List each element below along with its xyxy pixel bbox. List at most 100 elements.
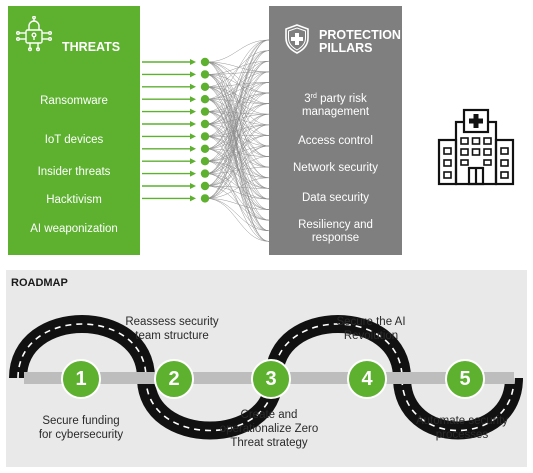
mesh-line [205,145,270,199]
connection-node [200,132,210,141]
threat-item-ai-weaponization: AI weaponization [30,223,118,235]
roadmap-step-1-label: Secure funding for cybersecurity [16,414,146,442]
mesh-line [205,103,270,150]
pillars-title-line1: PROTECTION [319,28,401,42]
shield-plus-icon [285,24,309,54]
mesh-line [205,92,270,150]
threat-arrow-head [190,133,196,140]
mesh-line [205,177,270,199]
mesh-line [205,92,270,112]
mesh-line [205,50,270,199]
connection-node [200,194,210,203]
pillar-item-third-party-number: 3 [304,93,311,105]
mesh-line [205,136,270,179]
mesh-line [205,185,270,221]
threat-arrow-head [190,145,196,152]
mesh-line [205,136,270,200]
threat-arrow-head [190,108,196,115]
pillar-item-third-party-risk: 3rd party risk management [269,93,402,119]
mesh-line [205,103,270,174]
threat-pillar-connections [142,39,270,242]
mesh-line [205,103,270,137]
threat-item-iot-devices: IoT devices [44,134,104,146]
threats-title: THREATS [62,40,121,54]
mesh-line [205,145,270,162]
roadmap-title: ROADMAP [11,277,68,289]
mesh-line [205,156,270,187]
roadmap-step-3-number: 3 [251,359,291,399]
threat-arrow-head [190,96,196,103]
hospital-icon [437,108,515,186]
mesh-line [205,50,270,125]
mesh-line [205,82,270,100]
mesh-line [205,124,270,137]
mesh-line [205,71,270,100]
mesh-line [205,148,270,189]
mesh-line [205,145,270,187]
roadmap-step-3-line3: Threat strategy [230,437,308,449]
connection-node [200,70,210,79]
roadmap-step-5-line2: processes [435,429,489,441]
mesh-line [205,61,270,104]
mesh-line [205,160,270,189]
mesh-line [205,74,270,94]
threat-item-hacktivism: Hacktivism [46,194,102,206]
roadmap-step-1-line2: for cybersecurity [38,429,124,441]
threat-item-insider-threats: Insider threats [37,166,111,178]
connection-node [200,107,210,116]
pillars-title-line2: PILLARS [319,41,373,55]
pillar-item-resiliency: Resiliency and response [269,219,402,245]
mesh-line [205,74,270,189]
connection-node [200,157,210,166]
pillar-item-resiliency-line2: response [311,232,360,244]
pillar-item-network-security: Network security [293,162,378,174]
mesh-line [205,71,270,75]
mesh-line [205,82,270,199]
connection-node [200,57,210,67]
roadmap-step-5-line1: Automate security [415,415,509,427]
connection-node [200,181,210,191]
threat-arrow-head [190,59,196,65]
roadmap-step-2-number: 2 [154,359,194,399]
connection-node [200,169,210,178]
mesh-line [205,39,270,187]
mesh-line [205,50,270,88]
roadmap-step-2-label: Reassess security team structure [110,315,234,343]
threat-arrow-head [190,71,196,78]
threat-arrow-head [190,170,196,177]
roadmap-step-2-line1: Reassess security [125,316,219,328]
lock-circuit-icon [16,16,53,52]
mesh-line [205,198,270,210]
roadmap-step-5-label: Automate security processes [402,414,522,442]
roadmap-step-3-line2: operationalize Zero [219,423,319,435]
threat-arrow-head [190,83,196,90]
mesh-line [205,160,270,210]
mesh-line [205,86,270,242]
mesh-line [205,71,270,137]
mesh-line [205,198,270,242]
pillar-item-third-party-line2: management [301,106,370,118]
mesh-line [205,173,270,221]
roadmap-step-4-line2: Revolution [343,330,399,342]
roadmap-step-4-line1: Secure the AI [336,316,406,328]
mesh-line [205,98,270,104]
threat-item-ransomware: Ransomware [40,95,108,107]
mesh-line [205,173,270,200]
mesh-line [205,39,270,125]
mesh-line [205,86,270,115]
mesh-line [205,111,270,126]
roadmap-step-3-label: Create and operationalize Zero Threat st… [206,408,332,450]
connection-node [200,95,210,104]
mesh-line [205,82,270,125]
roadmap-step-1-number: 1 [61,359,101,399]
mesh-line [205,39,270,63]
mesh-line [205,39,270,100]
mesh-line [205,166,270,174]
roadmap-panel: ROADMAP 1 2 3 4 5 Secure funding for cyb… [6,270,527,467]
roadmap-step-5-number: 5 [445,359,485,399]
mesh-line [205,60,270,75]
threat-arrow-head [190,183,196,189]
mesh-line [205,124,270,199]
pillar-item-access-control: Access control [298,135,373,147]
mesh-line [205,61,270,94]
